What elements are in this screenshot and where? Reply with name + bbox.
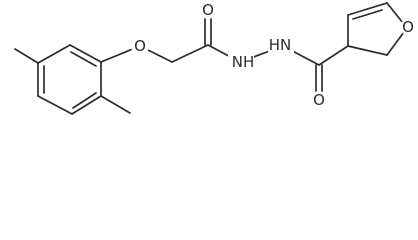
furan-bond-1 — [347, 45, 388, 56]
furoyl-furan-bond — [318, 45, 349, 66]
ch2-carbonyl-bond — [171, 44, 209, 63]
benzene-bond-5 — [69, 44, 102, 63]
ether-oxygen-label: O — [134, 37, 146, 55]
chemical-structure: O O NH HN O O — [14, 1, 416, 115]
methyl-bond-bottom — [100, 95, 131, 114]
benzene-bond-2 — [37, 95, 73, 115]
atom-label-layer: O O NH HN O O — [131, 1, 416, 109]
furan-oxygen-label: O — [402, 18, 414, 36]
carbonyl-oxygen-label: O — [313, 91, 325, 109]
amide-oxygen-label: O — [202, 1, 214, 19]
benzene-bond-3-inner — [72, 92, 97, 109]
hydrazide-n2-label: HN — [269, 36, 292, 54]
benzene-bond-5-inner — [70, 51, 97, 67]
benzene-bond-3 — [71, 95, 102, 115]
methyl-bond-top — [14, 48, 39, 64]
furan-bond-4 — [347, 2, 388, 16]
bond-layer — [14, 2, 408, 115]
benzene-bond-6 — [37, 44, 71, 64]
furan-bond-4-inner — [352, 9, 383, 20]
hydrazide-n1-label: NH — [232, 53, 255, 71]
